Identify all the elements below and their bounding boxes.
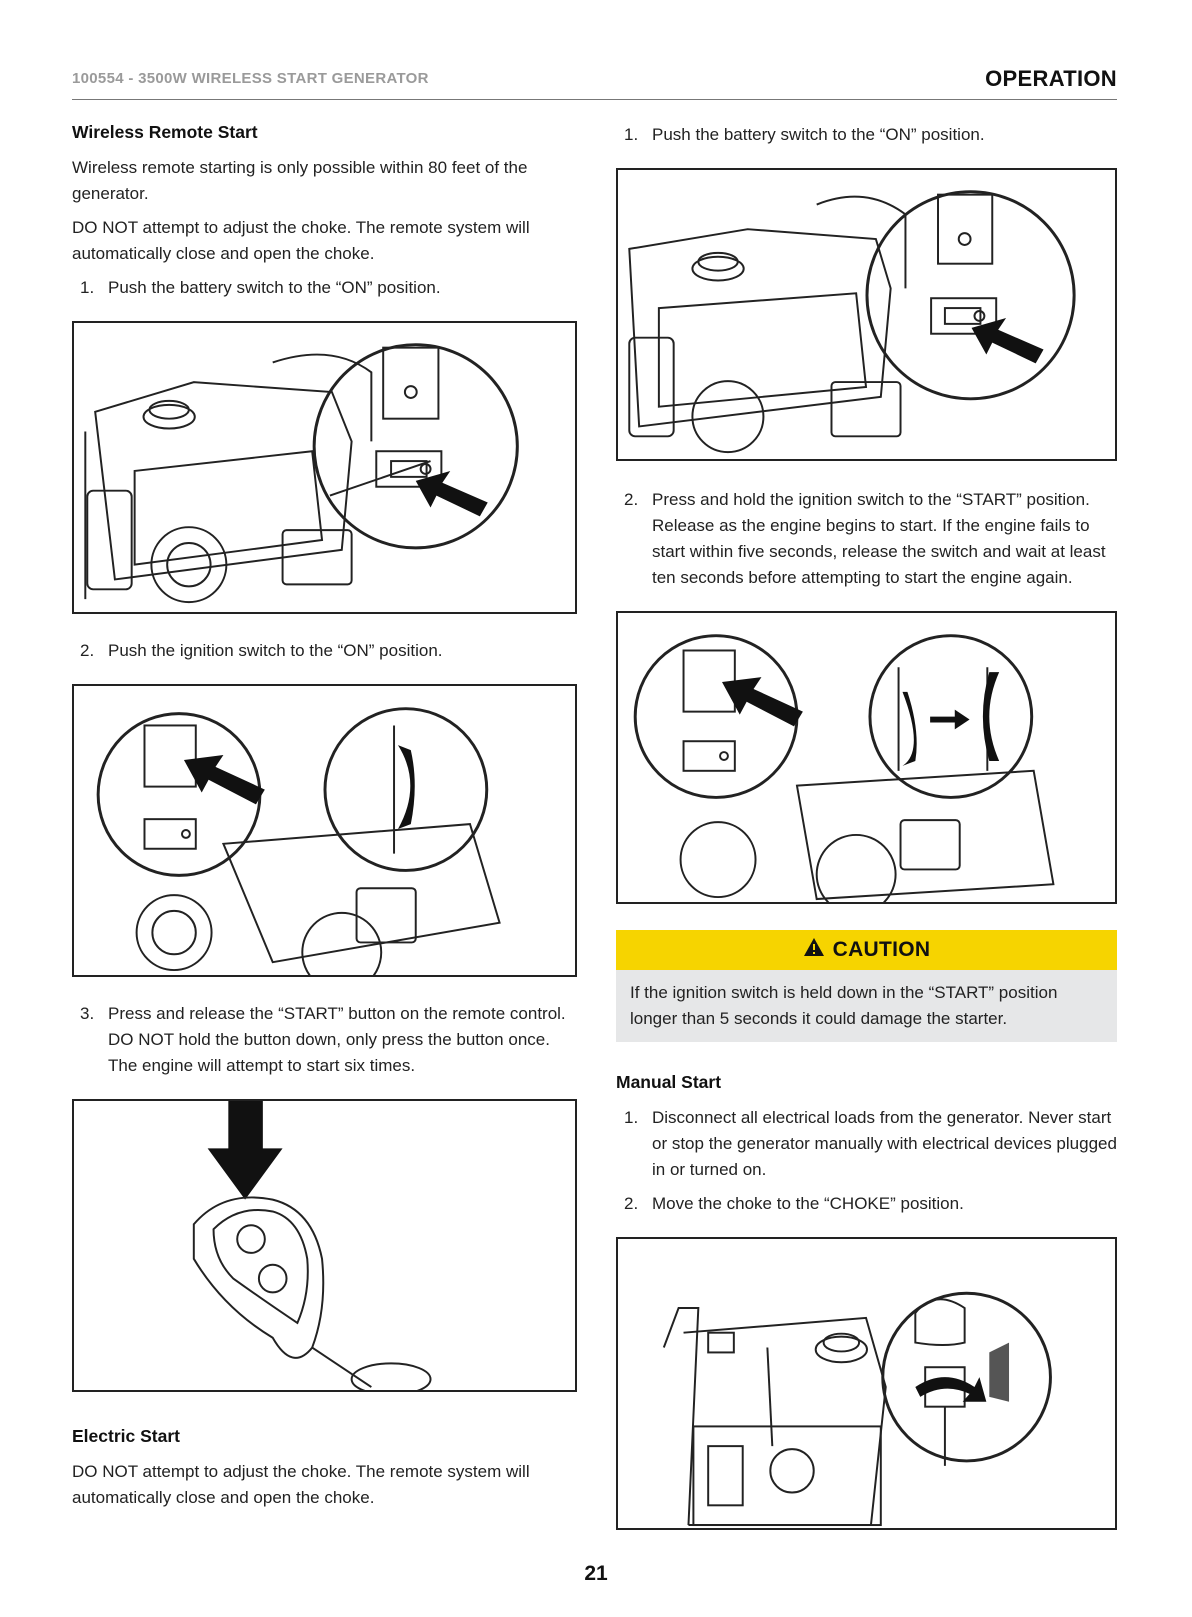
step-text: Disconnect all electrical loads from the… xyxy=(652,1108,1117,1179)
caution-title: CAUTION xyxy=(832,938,931,961)
step-text: Press and hold the ignition switch to th… xyxy=(652,490,1106,587)
remote-control-illustration xyxy=(192,1101,432,1390)
electric-choke-text: DO NOT attempt to adjust the choke. The … xyxy=(72,1462,530,1507)
generator-choke-illustration xyxy=(662,1291,1052,1527)
electric-start-heading: Electric Start xyxy=(72,1426,180,1446)
caution-text: If the ignition switch is held down in t… xyxy=(616,970,1117,1042)
caution-header: CAUTION xyxy=(616,930,1117,970)
wireless-step-2: 2. Push the ignition switch to the “ON” … xyxy=(72,638,577,664)
step-text: Push the battery switch to the “ON” posi… xyxy=(108,278,441,297)
step-number: 1. xyxy=(80,278,95,297)
left-column: Wireless Remote Start Wireless remote st… xyxy=(72,122,577,1519)
generator-ignition-start-illustration xyxy=(633,634,1055,902)
generator-battery-switch-illustration xyxy=(628,190,1076,454)
figure-electric-battery-switch xyxy=(616,168,1117,461)
generator-ignition-switch-illustration xyxy=(96,707,501,975)
wireless-step-3: 3. Press and release the “START” button … xyxy=(72,1001,577,1079)
figure-battery-switch xyxy=(72,321,577,614)
step-number: 1. xyxy=(624,1108,639,1127)
step-number: 2. xyxy=(80,641,95,660)
section-title: OPERATION xyxy=(985,66,1117,91)
step-text: Push the ignition switch to the “ON” pos… xyxy=(108,641,443,660)
step-number: 3. xyxy=(80,1004,95,1023)
figure-ignition-switch-start xyxy=(616,611,1117,904)
wireless-start-heading: Wireless Remote Start xyxy=(72,122,258,142)
step-number: 2. xyxy=(624,490,639,509)
page-number: 21 xyxy=(584,1562,608,1585)
step-text: Push the battery switch to the “ON” posi… xyxy=(652,125,985,144)
figure-choke xyxy=(616,1237,1117,1530)
figure-ignition-switch-on xyxy=(72,684,577,977)
manual-step-2: 2. Move the choke to the “CHOKE” positio… xyxy=(616,1191,1117,1217)
wireless-choke-text: DO NOT attempt to adjust the choke. The … xyxy=(72,218,530,263)
wireless-range-text: Wireless remote starting is only possibl… xyxy=(72,158,528,203)
step-text: Press and release the “START” button on … xyxy=(108,1004,566,1075)
electric-step-2: 2. Press and hold the ignition switch to… xyxy=(616,487,1117,591)
step-text: Move the choke to the “CHOKE” position. xyxy=(652,1194,964,1213)
right-column: 1. Push the battery switch to the “ON” p… xyxy=(616,122,1117,1530)
step-number: 2. xyxy=(624,1194,639,1213)
step-number: 1. xyxy=(624,125,639,144)
generator-battery-switch-illustration xyxy=(84,343,519,604)
wireless-step-1: 1. Push the battery switch to the “ON” p… xyxy=(72,275,577,301)
manual-start-heading: Manual Start xyxy=(616,1072,722,1092)
warning-triangle-icon xyxy=(803,937,825,963)
document-title: 100554 - 3500W WIRELESS START GENERATOR xyxy=(72,70,429,87)
figure-remote-control xyxy=(72,1099,577,1392)
manual-step-1: 1. Disconnect all electrical loads from … xyxy=(616,1105,1117,1183)
electric-step-1: 1. Push the battery switch to the “ON” p… xyxy=(616,122,1117,148)
caution-box: CAUTION If the ignition switch is held d… xyxy=(616,930,1117,1042)
header-divider xyxy=(72,99,1117,100)
